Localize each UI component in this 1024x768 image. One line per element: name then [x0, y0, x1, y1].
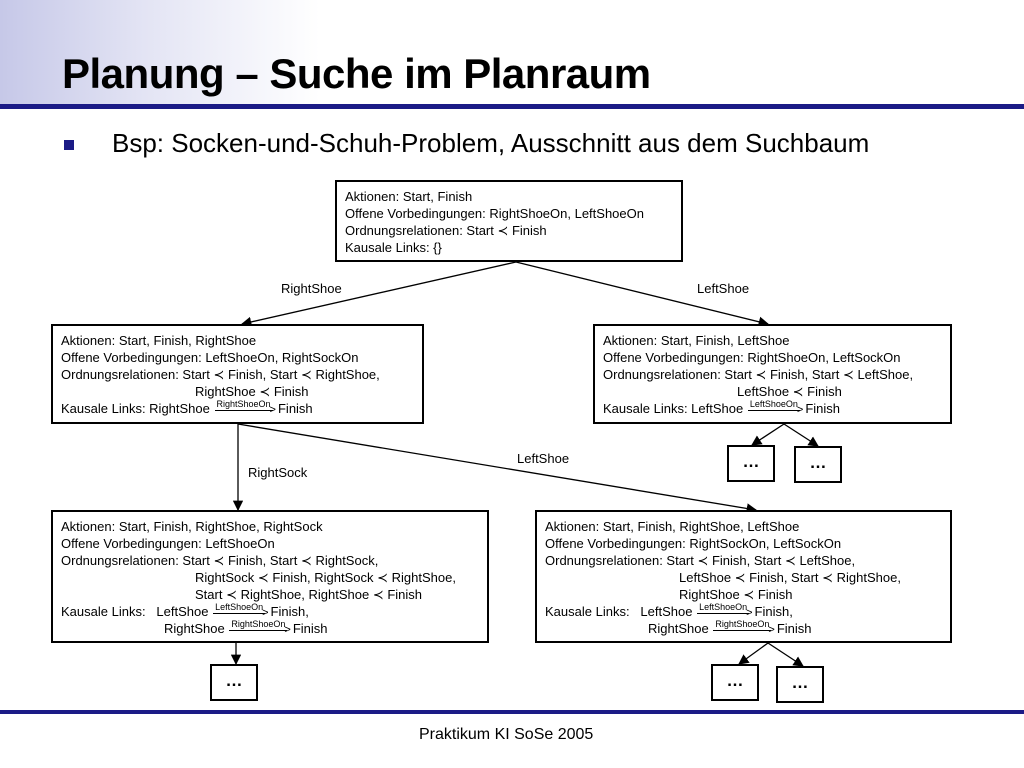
- node-ordering-cont: Start ≺ RightShoe, RightShoe ≺ Finish: [195, 587, 423, 602]
- node-ordering-cont: RightSock ≺ Finish, RightSock ≺ RightSho…: [195, 570, 456, 585]
- node-actions: Aktionen: Start, Finish, RightShoe, Left…: [545, 519, 800, 534]
- node-causal-links-cont: RightShoe RightShoeOn>Finish: [545, 620, 942, 637]
- node-open-preconditions: Offene Vorbedingungen: LeftShoeOn, Right…: [61, 350, 359, 365]
- node-causal-links: Kausale Links: LeftShoe LeftShoeOn>Finis…: [61, 603, 479, 620]
- bullet-text: Bsp: Socken-und-Schuh-Problem, Ausschnit…: [112, 128, 870, 158]
- causal-source: Kausale Links: LeftShoe: [545, 604, 693, 619]
- more-node-ellipsis: …: [711, 664, 759, 701]
- node-ordering: Ordnungsrelationen: Start ≺ Finish: [345, 223, 547, 238]
- edge-leftshoe-to-more-2: [783, 423, 819, 447]
- causal-link-label: LeftShoeOn: [213, 602, 266, 614]
- footer-divider: [0, 710, 1024, 714]
- bullet-square-icon: [64, 140, 74, 150]
- causal-source: Kausale Links: LeftShoe: [603, 401, 744, 416]
- plan-node-both-shoes: Aktionen: Start, Finish, RightShoe, Left…: [535, 510, 952, 643]
- plan-node-root: Aktionen: Start, Finish Offene Vorbeding…: [335, 180, 683, 262]
- node-ordering: Ordnungsrelationen: Start ≺ Finish, Star…: [61, 367, 380, 382]
- edge-label-leftshoe: LeftShoe: [697, 281, 750, 296]
- causal-target: Finish: [805, 401, 841, 416]
- node-causal-links: Kausale Links: RightShoe RightShoeOn>Fin…: [61, 400, 414, 417]
- causal-source: RightShoe: [164, 621, 225, 636]
- causal-source: RightShoe: [648, 621, 709, 636]
- causal-link-label: LeftShoeOn: [697, 602, 750, 614]
- node-causal-links: Kausale Links: {}: [345, 240, 442, 255]
- arrow-right-icon: >: [284, 624, 291, 636]
- more-node-ellipsis: …: [727, 445, 775, 482]
- node-open-preconditions: Offene Vorbedingungen: RightShoeOn, Left…: [345, 206, 644, 221]
- slide-title: Planung – Suche im Planraum: [62, 50, 651, 97]
- more-node-ellipsis: …: [776, 666, 824, 703]
- causal-source: Kausale Links: LeftShoe: [61, 604, 209, 619]
- arrow-right-icon: >: [796, 404, 804, 416]
- node-causal-links-cont: RightShoe RightShoeOn>Finish: [61, 620, 479, 637]
- node-ordering-cont: LeftShoe ≺ Finish: [737, 384, 842, 399]
- causal-target: Finish: [292, 621, 328, 636]
- node-actions: Aktionen: Start, Finish, RightShoe: [61, 333, 257, 348]
- causal-source: Kausale Links: RightShoe: [61, 401, 210, 416]
- footer-text: Praktikum KI SoSe 2005: [419, 726, 594, 743]
- causal-target: Finish,: [270, 604, 309, 619]
- edge-label-rightsock: RightSock: [248, 465, 308, 480]
- node-actions: Aktionen: Start, Finish: [345, 189, 473, 204]
- plan-node-rightsock: Aktionen: Start, Finish, RightShoe, Righ…: [51, 510, 489, 643]
- title-divider: [0, 104, 1024, 109]
- edge-both-to-more-2: [767, 642, 804, 667]
- arrow-right-icon: >: [269, 404, 276, 416]
- causal-link-label: RightShoeOn: [229, 619, 288, 631]
- node-ordering-cont: RightShoe ≺ Finish: [679, 587, 793, 602]
- node-ordering-cont: LeftShoe ≺ Finish, Start ≺ RightShoe,: [679, 570, 901, 585]
- node-open-preconditions: Offene Vorbedingungen: LeftShoeOn: [61, 536, 275, 551]
- arrow-right-icon: >: [262, 607, 269, 619]
- plan-node-leftshoe: Aktionen: Start, Finish, LeftShoe Offene…: [593, 324, 952, 424]
- edge-both-to-more-1: [738, 642, 769, 665]
- edge-rightshoe-to-both: [237, 423, 758, 514]
- causal-target: Finish: [277, 401, 313, 416]
- arrow-right-icon: >: [746, 607, 753, 619]
- node-actions: Aktionen: Start, Finish, LeftShoe: [603, 333, 790, 348]
- node-actions: Aktionen: Start, Finish, RightShoe, Righ…: [61, 519, 323, 534]
- edge-label-leftshoe-diagonal: LeftShoe: [517, 451, 570, 466]
- causal-link-label: LeftShoeOn: [747, 399, 800, 411]
- node-ordering: Ordnungsrelationen: Start ≺ Finish, Star…: [61, 553, 379, 568]
- title-background-gradient: [0, 0, 320, 105]
- node-open-preconditions: Offene Vorbedingungen: RightShoeOn, Left…: [603, 350, 901, 365]
- edge-label-rightshoe: RightShoe: [281, 281, 342, 296]
- edge-root-to-leftshoe: [515, 261, 770, 327]
- edge-leftshoe-to-more-1: [751, 423, 785, 446]
- edge-root-to-rightshoe: [240, 261, 517, 328]
- node-open-preconditions: Offene Vorbedingungen: RightSockOn, Left…: [545, 536, 842, 551]
- arrow-right-icon: >: [768, 624, 775, 636]
- causal-target: Finish: [776, 621, 812, 636]
- causal-link-label: RightShoeOn: [713, 619, 772, 631]
- node-causal-links: Kausale Links: LeftShoe LeftShoeOn>Finis…: [545, 603, 942, 620]
- node-causal-links: Kausale Links: LeftShoe LeftShoeOn>Finis…: [603, 400, 942, 417]
- plan-node-rightshoe: Aktionen: Start, Finish, RightShoe Offen…: [51, 324, 424, 424]
- causal-link-label: RightShoeOn: [214, 399, 273, 411]
- causal-target: Finish,: [754, 604, 793, 619]
- node-ordering: Ordnungsrelationen: Start ≺ Finish, Star…: [603, 367, 914, 382]
- node-ordering-cont: RightShoe ≺ Finish: [195, 384, 309, 399]
- node-ordering: Ordnungsrelationen: Start ≺ Finish, Star…: [545, 553, 856, 568]
- more-node-ellipsis: …: [210, 664, 258, 701]
- more-node-ellipsis: …: [794, 446, 842, 483]
